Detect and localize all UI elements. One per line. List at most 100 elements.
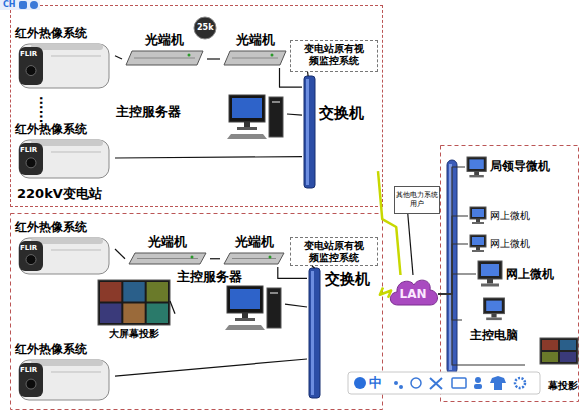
camera-front	[19, 363, 43, 397]
monitor-screen	[472, 237, 484, 245]
switch-unit: 交换机	[302, 76, 378, 188]
toolbar-icon	[475, 377, 481, 383]
monitor-screen	[469, 159, 483, 169]
keyboard	[227, 134, 267, 139]
cable-line	[280, 68, 303, 87]
camera-top	[31, 360, 103, 366]
camera-top	[31, 44, 103, 50]
speed-text: 25k	[197, 23, 213, 33]
terminal-groove	[232, 58, 278, 59]
cable-line	[207, 58, 220, 59]
screen-tile	[560, 352, 576, 362]
node-label: 220kV变电站	[17, 186, 102, 202]
optical-terminal: 光端机	[122, 32, 207, 68]
toolbar-icon	[515, 378, 525, 388]
cable-line	[285, 304, 307, 307]
pc-unit: 局领导微机	[465, 155, 573, 179]
wireless-link	[380, 288, 391, 298]
pc-unit: 网上微机	[468, 205, 553, 227]
cable-line	[210, 258, 220, 259]
lan-cloud: LAN	[388, 275, 438, 313]
monitor	[227, 286, 263, 313]
substation-frame	[11, 214, 383, 410]
server-unit: 主控服务器	[175, 269, 285, 333]
camera-front	[19, 47, 43, 85]
office-frame	[441, 146, 579, 402]
camera-top	[31, 238, 103, 244]
terminal-body	[126, 51, 203, 65]
tower	[269, 97, 283, 137]
monitor-stand	[487, 279, 493, 284]
tower	[267, 288, 281, 328]
toolbar-icon	[452, 378, 466, 388]
cable-line	[312, 266, 315, 268]
projection-screen: 大屏幕投影	[98, 280, 170, 340]
screen-tile	[560, 340, 576, 350]
toolbar-icon	[394, 381, 398, 385]
lan-cable	[438, 294, 462, 320]
brand-logo: FLIR	[20, 366, 37, 374]
server-unit: 主控服务器	[112, 86, 287, 142]
monitor-stand	[242, 313, 248, 318]
monitor-screen	[472, 209, 484, 217]
node-label: 变电站原有视频监控系统	[301, 43, 367, 67]
speed-badge	[194, 17, 216, 39]
status-text: CH	[3, 0, 16, 10]
screen-tile	[542, 352, 558, 362]
tower-drive	[272, 101, 280, 103]
toolbar-text: 中	[369, 375, 382, 390]
camera-body	[19, 238, 109, 274]
terminal-body	[224, 51, 286, 65]
monitor	[467, 157, 486, 171]
terminal-groove	[137, 258, 198, 259]
monitor-screen	[486, 301, 502, 311]
screen-tile	[100, 304, 121, 324]
node-label: 红外热像系统	[15, 122, 87, 136]
cable-line	[115, 56, 122, 59]
camera-lens	[26, 255, 36, 265]
optical-terminal: 光端机	[220, 32, 290, 68]
toolbar-icon	[354, 377, 366, 389]
camera-front	[19, 143, 43, 175]
node-label: 主控服务器	[116, 104, 181, 120]
monitor	[470, 235, 486, 247]
terminal-groove	[134, 58, 195, 59]
brand-logo: FLIR	[20, 50, 37, 58]
node-label: 其他电力系统用户	[396, 191, 438, 209]
monitor-base	[469, 175, 483, 177]
monitor	[470, 207, 486, 219]
lan-cable	[438, 274, 476, 294]
optical-terminal: 光端机	[125, 234, 210, 267]
toolbar-icon	[430, 378, 442, 389]
node-label: 主控服务器	[177, 269, 242, 285]
toolbar-icon	[399, 385, 403, 389]
node-label: 网上微机	[506, 267, 554, 281]
cable-line	[408, 214, 413, 275]
camera-front	[19, 241, 43, 271]
optical-terminal: 光端机	[220, 234, 288, 267]
lan-cable	[438, 216, 468, 294]
camera-seam	[51, 56, 101, 57]
monitor-base	[235, 318, 255, 321]
camera-body	[19, 44, 109, 88]
video-system-box: 变电站原有视频监控系统	[290, 40, 378, 72]
screen-tile	[123, 282, 144, 302]
screen-tile	[542, 340, 558, 350]
projector-unit: 幕投影	[525, 338, 580, 392]
node-label: 大屏幕投影	[98, 328, 170, 340]
network-bus	[447, 160, 457, 374]
switch-highlight	[306, 79, 309, 185]
node-label: 红外热像系统	[15, 26, 87, 40]
brand-logo: FLIR	[20, 244, 37, 252]
screen-tile	[123, 304, 144, 324]
camera-top	[31, 140, 103, 146]
terminal-led	[188, 54, 191, 57]
camera-seam	[51, 372, 101, 373]
node-label: 红外热像系统	[15, 220, 87, 234]
status-chip	[0, 0, 40, 10]
monitor-screen	[481, 264, 499, 276]
camera-seam	[51, 250, 101, 251]
lan-cable	[438, 167, 465, 294]
